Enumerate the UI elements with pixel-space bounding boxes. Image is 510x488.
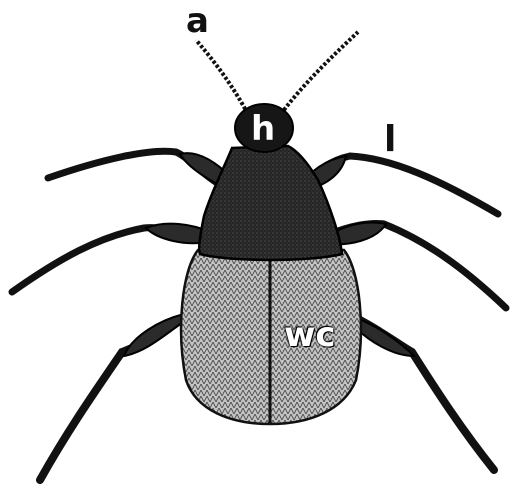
label-leg: l [384,122,396,158]
left-antenna [196,40,250,118]
label-wing-cover: wc [284,318,336,352]
antennae [196,32,358,118]
label-antenna: a [186,4,209,38]
pronotum [199,146,342,260]
label-head: h [251,112,275,146]
right-antenna [278,32,358,118]
hind-left-leg [40,318,186,480]
